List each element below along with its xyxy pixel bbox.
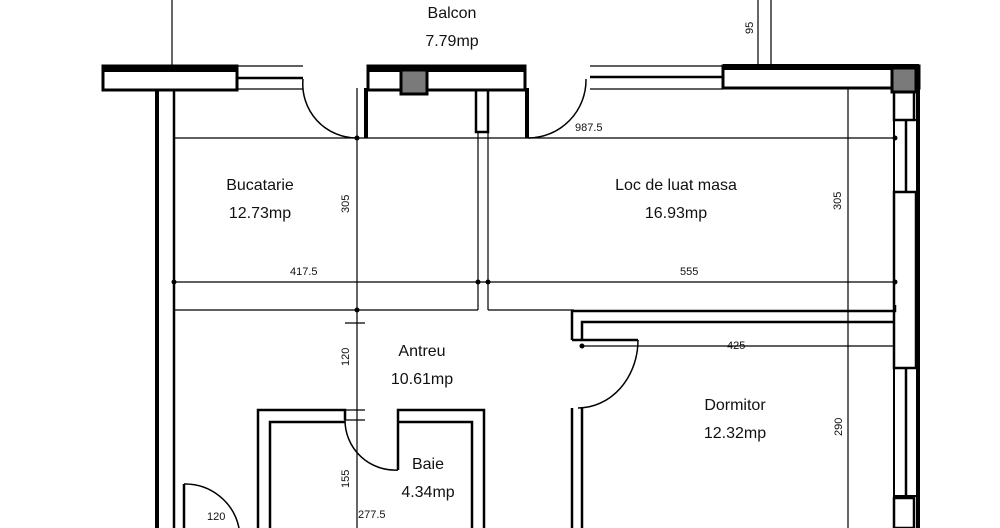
dim-bedroom-height: 290 xyxy=(833,417,845,436)
room-area: 12.32mp xyxy=(703,425,767,442)
room-area: 16.93mp xyxy=(644,205,708,222)
interior-walls xyxy=(174,88,897,528)
dim-dining-height: 305 xyxy=(832,191,844,210)
dim-balcony-depth: 95 xyxy=(744,21,756,34)
dim-bedroom-width: 425 xyxy=(727,340,746,352)
room-dormitor: Dormitor 12.32mp xyxy=(704,392,766,448)
room-antreu: Antreu 10.61mp xyxy=(391,338,453,394)
room-balcon: Balcon 7.79mp xyxy=(425,0,478,56)
room-name: Bucatarie xyxy=(226,177,294,194)
room-area: 7.79mp xyxy=(425,33,479,50)
dim-kitchen-height: 305 xyxy=(340,194,352,213)
room-area: 12.73mp xyxy=(228,205,292,222)
dim-bath-height: 155 xyxy=(340,469,352,488)
right-wall xyxy=(892,66,920,528)
left-wall xyxy=(155,88,237,528)
dim-total-width: 987.5 xyxy=(575,122,603,134)
room-loc-de-luat-masa: Loc de luat masa 16.93mp xyxy=(615,172,737,228)
room-area: 4.34mp xyxy=(401,484,455,501)
room-name: Baie xyxy=(411,456,445,473)
dim-hall-gap: 120 xyxy=(340,347,352,366)
balcony-outline xyxy=(171,0,772,66)
room-name: Balcon xyxy=(427,5,477,22)
dim-dining-width: 555 xyxy=(680,266,699,278)
top-wall xyxy=(101,64,921,96)
dim-kitchen-width: 417.5 xyxy=(290,266,318,278)
room-bucatarie: Bucatarie 12.73mp xyxy=(226,172,294,228)
dim-bath-width: 277.5 xyxy=(358,509,386,521)
room-name: Dormitor xyxy=(704,397,766,414)
door-swings xyxy=(182,78,639,528)
dimension-lines xyxy=(171,88,898,528)
room-name: Loc de luat masa xyxy=(615,177,737,194)
dim-entry-door: 120 xyxy=(207,511,226,523)
room-baie: Baie 4.34mp xyxy=(401,451,454,507)
room-area: 10.61mp xyxy=(390,371,454,388)
room-name: Antreu xyxy=(398,343,446,360)
